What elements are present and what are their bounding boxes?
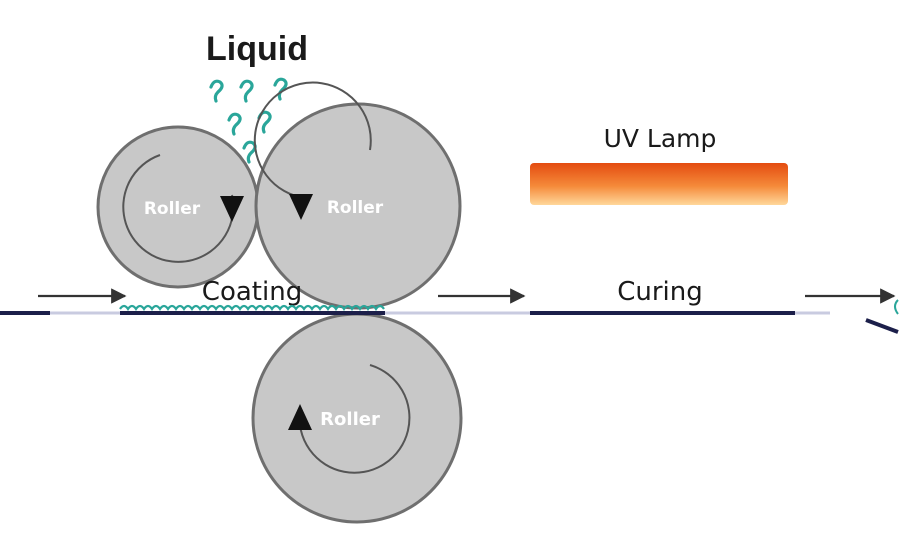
rotation-arrow-icon xyxy=(298,364,411,474)
droplet-icon xyxy=(242,140,257,164)
triangle-up-icon xyxy=(288,404,312,430)
triangle-down-icon xyxy=(220,196,244,222)
droplet-icon xyxy=(239,79,254,103)
triangle-down-icon xyxy=(289,194,313,220)
coating-layer xyxy=(119,304,385,311)
droplet-icon xyxy=(227,112,242,136)
uv-lamp xyxy=(530,163,788,205)
droplet-icon xyxy=(273,77,288,101)
curing-label: Curing xyxy=(617,277,703,307)
roller-label: Roller xyxy=(320,409,380,430)
top-left-roller: Roller xyxy=(96,125,260,289)
output-curl xyxy=(894,299,899,315)
droplet-icon xyxy=(209,79,224,103)
rotation-arrow-icon xyxy=(253,81,372,199)
coating-label: Coating xyxy=(202,277,302,307)
rotation-arrow-icon xyxy=(122,154,235,263)
roller-label: Roller xyxy=(327,198,384,218)
uv-rays xyxy=(539,218,779,272)
roller-label: Roller xyxy=(144,199,201,219)
output-substrate xyxy=(865,318,899,334)
bottom-roller: Roller xyxy=(251,312,463,524)
uv-lamp-label: UV Lamp xyxy=(604,124,717,153)
top-right-roller: Roller xyxy=(253,81,462,310)
liquid-label: Liquid xyxy=(206,30,308,68)
